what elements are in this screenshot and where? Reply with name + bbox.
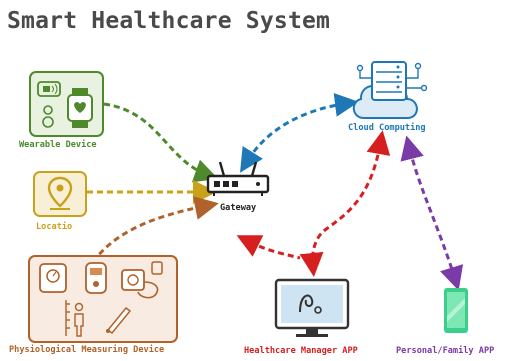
router-icon: [206, 161, 270, 196]
arrow-cloud-manager: [299, 130, 391, 277]
physiological-device-label: Physiological Measuring Device: [9, 345, 165, 355]
monitor-icon: [274, 278, 350, 337]
personal-family-app-label: Personal/Family APP: [396, 346, 495, 356]
smartphone-icon: [444, 288, 468, 333]
arrow-wearable-to-gateway: [103, 102, 219, 183]
cloud-server-icon: [352, 61, 428, 119]
medical-devices-icon: [28, 255, 178, 343]
arrow-cloud-family: [400, 135, 464, 291]
location-pin-icon: [33, 171, 87, 217]
gateway-label: Gateway: [220, 203, 257, 213]
cloud-computing-label: Cloud Computing: [348, 123, 426, 133]
healthcare-manager-app-label: Healthcare Manager APP: [244, 346, 358, 356]
location-label: Locatio: [36, 222, 73, 232]
arrow-physio-to-gateway: [91, 196, 219, 263]
wearable-device-label: Wearable Device: [19, 140, 97, 150]
arrow-gateway-manager: [236, 235, 301, 260]
arrow-gateway-cloud: [240, 92, 359, 173]
smartwatch-icon: [29, 71, 104, 137]
page-title: Smart Healthcare System: [7, 8, 331, 34]
